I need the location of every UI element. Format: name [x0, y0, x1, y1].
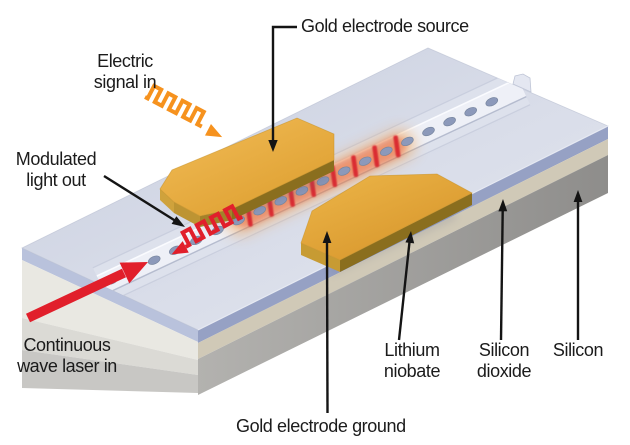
gold-electrode-source	[159, 117, 335, 227]
modulated-light-wave-icon	[171, 203, 244, 255]
photonic-crystal-hole	[464, 107, 477, 117]
leader-modulated-light-out	[103, 174, 185, 227]
gold-electrode-ground	[300, 173, 473, 272]
photonic-crystal-hole	[422, 126, 435, 137]
label-silicon: Silicon	[552, 340, 604, 360]
arrowhead	[119, 262, 148, 284]
silicon-dioxide-layer-edge	[198, 139, 608, 359]
chip-left-facet-mid	[22, 318, 198, 375]
photonic-crystal-hole	[337, 166, 351, 176]
arrowhead	[573, 190, 583, 202]
label-electric-signal-in: Electric signal in	[93, 51, 157, 92]
ridge-end-cap	[512, 73, 532, 93]
photonic-crystal-hole	[485, 97, 499, 107]
leader-silicon	[573, 190, 583, 340]
chip-left-facet-top	[22, 248, 198, 342]
photonic-crystal-hole	[358, 156, 372, 166]
arrowhead	[268, 140, 278, 152]
laser-input-arrow-icon	[25, 262, 148, 323]
arrowhead	[171, 241, 189, 255]
photonic-crystal-hole	[401, 136, 414, 147]
photonic-crystal-hole	[380, 146, 393, 156]
chip-left-facet	[22, 260, 198, 360]
arrowhead	[498, 199, 508, 212]
arrowhead	[405, 231, 415, 244]
label-gold-electrode-ground: Gold electrode ground	[236, 416, 406, 436]
label-silicon-dioxide: Silicon dioxide	[476, 340, 532, 381]
silicon-layer-edge	[198, 155, 608, 395]
photonic-crystal-hole	[147, 255, 161, 265]
label-lithium-niobate: Lithium niobate	[383, 340, 441, 381]
photonic-crystal-hole	[443, 116, 456, 127]
label-modulated-light-out: Modulated light out	[15, 149, 97, 190]
leader-gold-electrode-source	[268, 25, 297, 152]
chip-left-facet-bottom	[22, 350, 198, 393]
arrowhead	[322, 231, 332, 243]
label-gold-electrode-source: Gold electrode source	[301, 16, 469, 36]
label-continuous-wave-laser-in: Continuous wave laser in	[17, 335, 117, 376]
leader-lithium-niobate	[397, 231, 415, 341]
leader-silicon-dioxide	[498, 199, 508, 341]
arrowhead	[171, 216, 185, 227]
leader-gold-electrode-ground	[322, 231, 332, 414]
electric-signal-wave-icon	[144, 83, 223, 138]
arrowhead	[204, 124, 223, 138]
